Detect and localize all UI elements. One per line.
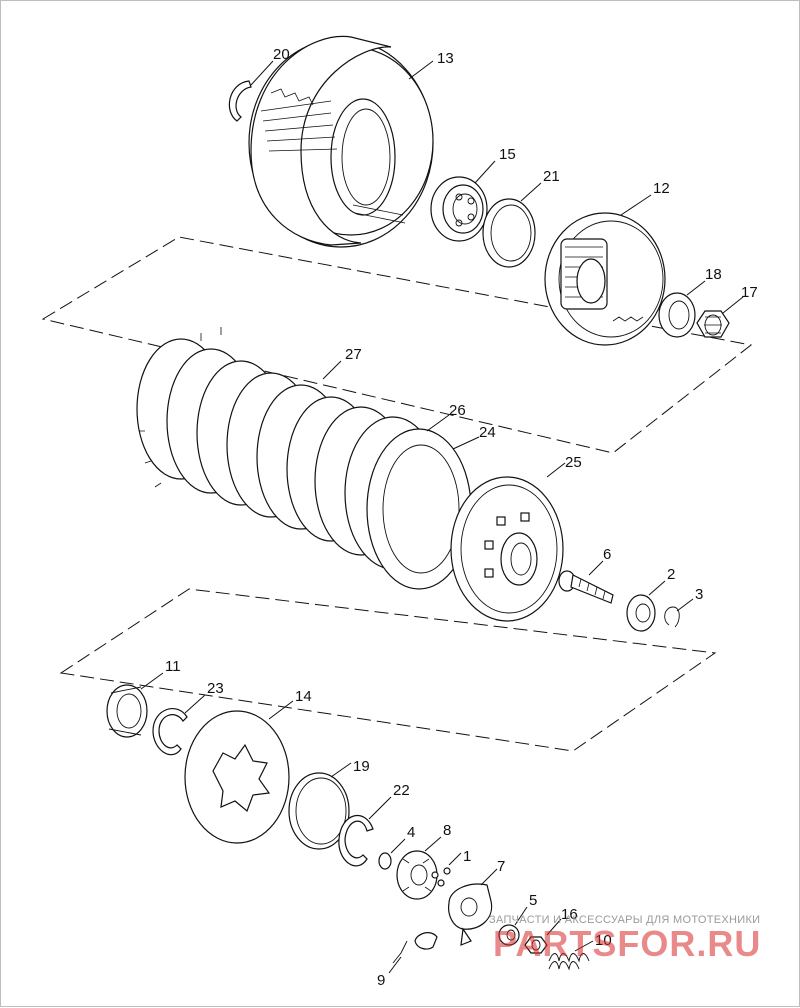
part-1-balls bbox=[431, 852, 462, 887]
assembly-frame-upper bbox=[41, 236, 753, 454]
label-part-3: 3 bbox=[695, 586, 703, 603]
label-part-6: 6 bbox=[603, 546, 611, 563]
label-part-10: 10 bbox=[595, 932, 612, 949]
label-part-21: 21 bbox=[543, 168, 560, 185]
watermark-tagline: ЗАПЧАСТИ И АКСЕССУАРЫ ДЛЯ МОТОТЕХНИКИ bbox=[489, 914, 761, 926]
part-22-snap-ring bbox=[338, 796, 392, 867]
label-part-16: 16 bbox=[561, 906, 578, 923]
part-15-bearing bbox=[430, 160, 496, 242]
label-part-2: 2 bbox=[667, 566, 675, 583]
label-part-12: 12 bbox=[653, 180, 670, 197]
part-20-snap-ring bbox=[228, 60, 274, 122]
part-6-adjusting-screw bbox=[558, 560, 614, 604]
label-part-9: 9 bbox=[377, 972, 385, 989]
part-12-clutch-hub bbox=[544, 194, 666, 346]
label-part-27: 27 bbox=[345, 346, 362, 363]
watermark-brand-logo: PARTSFOR.RU bbox=[493, 923, 762, 964]
label-part-11: 11 bbox=[165, 658, 181, 675]
assembly-frame-lower bbox=[59, 588, 717, 752]
label-part-7: 7 bbox=[497, 858, 505, 875]
label-part-13: 13 bbox=[437, 50, 454, 67]
part-5-bushing bbox=[498, 906, 528, 946]
label-part-4: 4 bbox=[407, 824, 415, 841]
part-10-spring bbox=[548, 940, 594, 971]
label-part-19: 19 bbox=[353, 758, 370, 775]
label-part-25: 25 bbox=[565, 454, 582, 471]
part-4-o-ring bbox=[378, 838, 406, 870]
label-part-15: 15 bbox=[499, 146, 516, 163]
label-part-20: 20 bbox=[273, 46, 290, 63]
label-part-17: 17 bbox=[741, 284, 758, 301]
label-part-5: 5 bbox=[529, 892, 537, 909]
part-11-release-bearing bbox=[106, 672, 164, 738]
label-part-22: 22 bbox=[393, 782, 410, 799]
part-14-diaphragm-spring bbox=[184, 700, 294, 844]
label-part-26: 26 bbox=[449, 402, 466, 419]
part-16-adjuster-nut bbox=[524, 918, 562, 954]
part-13-clutch-shell bbox=[248, 35, 434, 248]
label-part-14: 14 bbox=[295, 688, 312, 705]
label-part-1: 1 bbox=[463, 848, 471, 865]
part-9-lock-plate bbox=[388, 932, 438, 974]
part-7-release-ramp bbox=[448, 868, 498, 946]
part-2-bearing bbox=[626, 580, 666, 632]
label-part-18: 18 bbox=[705, 266, 722, 283]
part-8-ramp bbox=[396, 836, 442, 900]
part-27-26-24-plate-stack bbox=[136, 327, 480, 590]
label-part-8: 8 bbox=[443, 822, 451, 839]
label-part-23: 23 bbox=[207, 680, 224, 697]
part-19-ring bbox=[288, 762, 352, 850]
part-18-bearing-race bbox=[658, 280, 706, 338]
part-23-retaining-ring bbox=[152, 694, 206, 756]
part-17-nut bbox=[696, 296, 744, 338]
part-25-pressure-plate bbox=[450, 462, 566, 622]
part-21-retaining-ring bbox=[482, 182, 542, 268]
part-3-snap-ring bbox=[664, 598, 694, 628]
label-part-24: 24 bbox=[479, 424, 496, 441]
